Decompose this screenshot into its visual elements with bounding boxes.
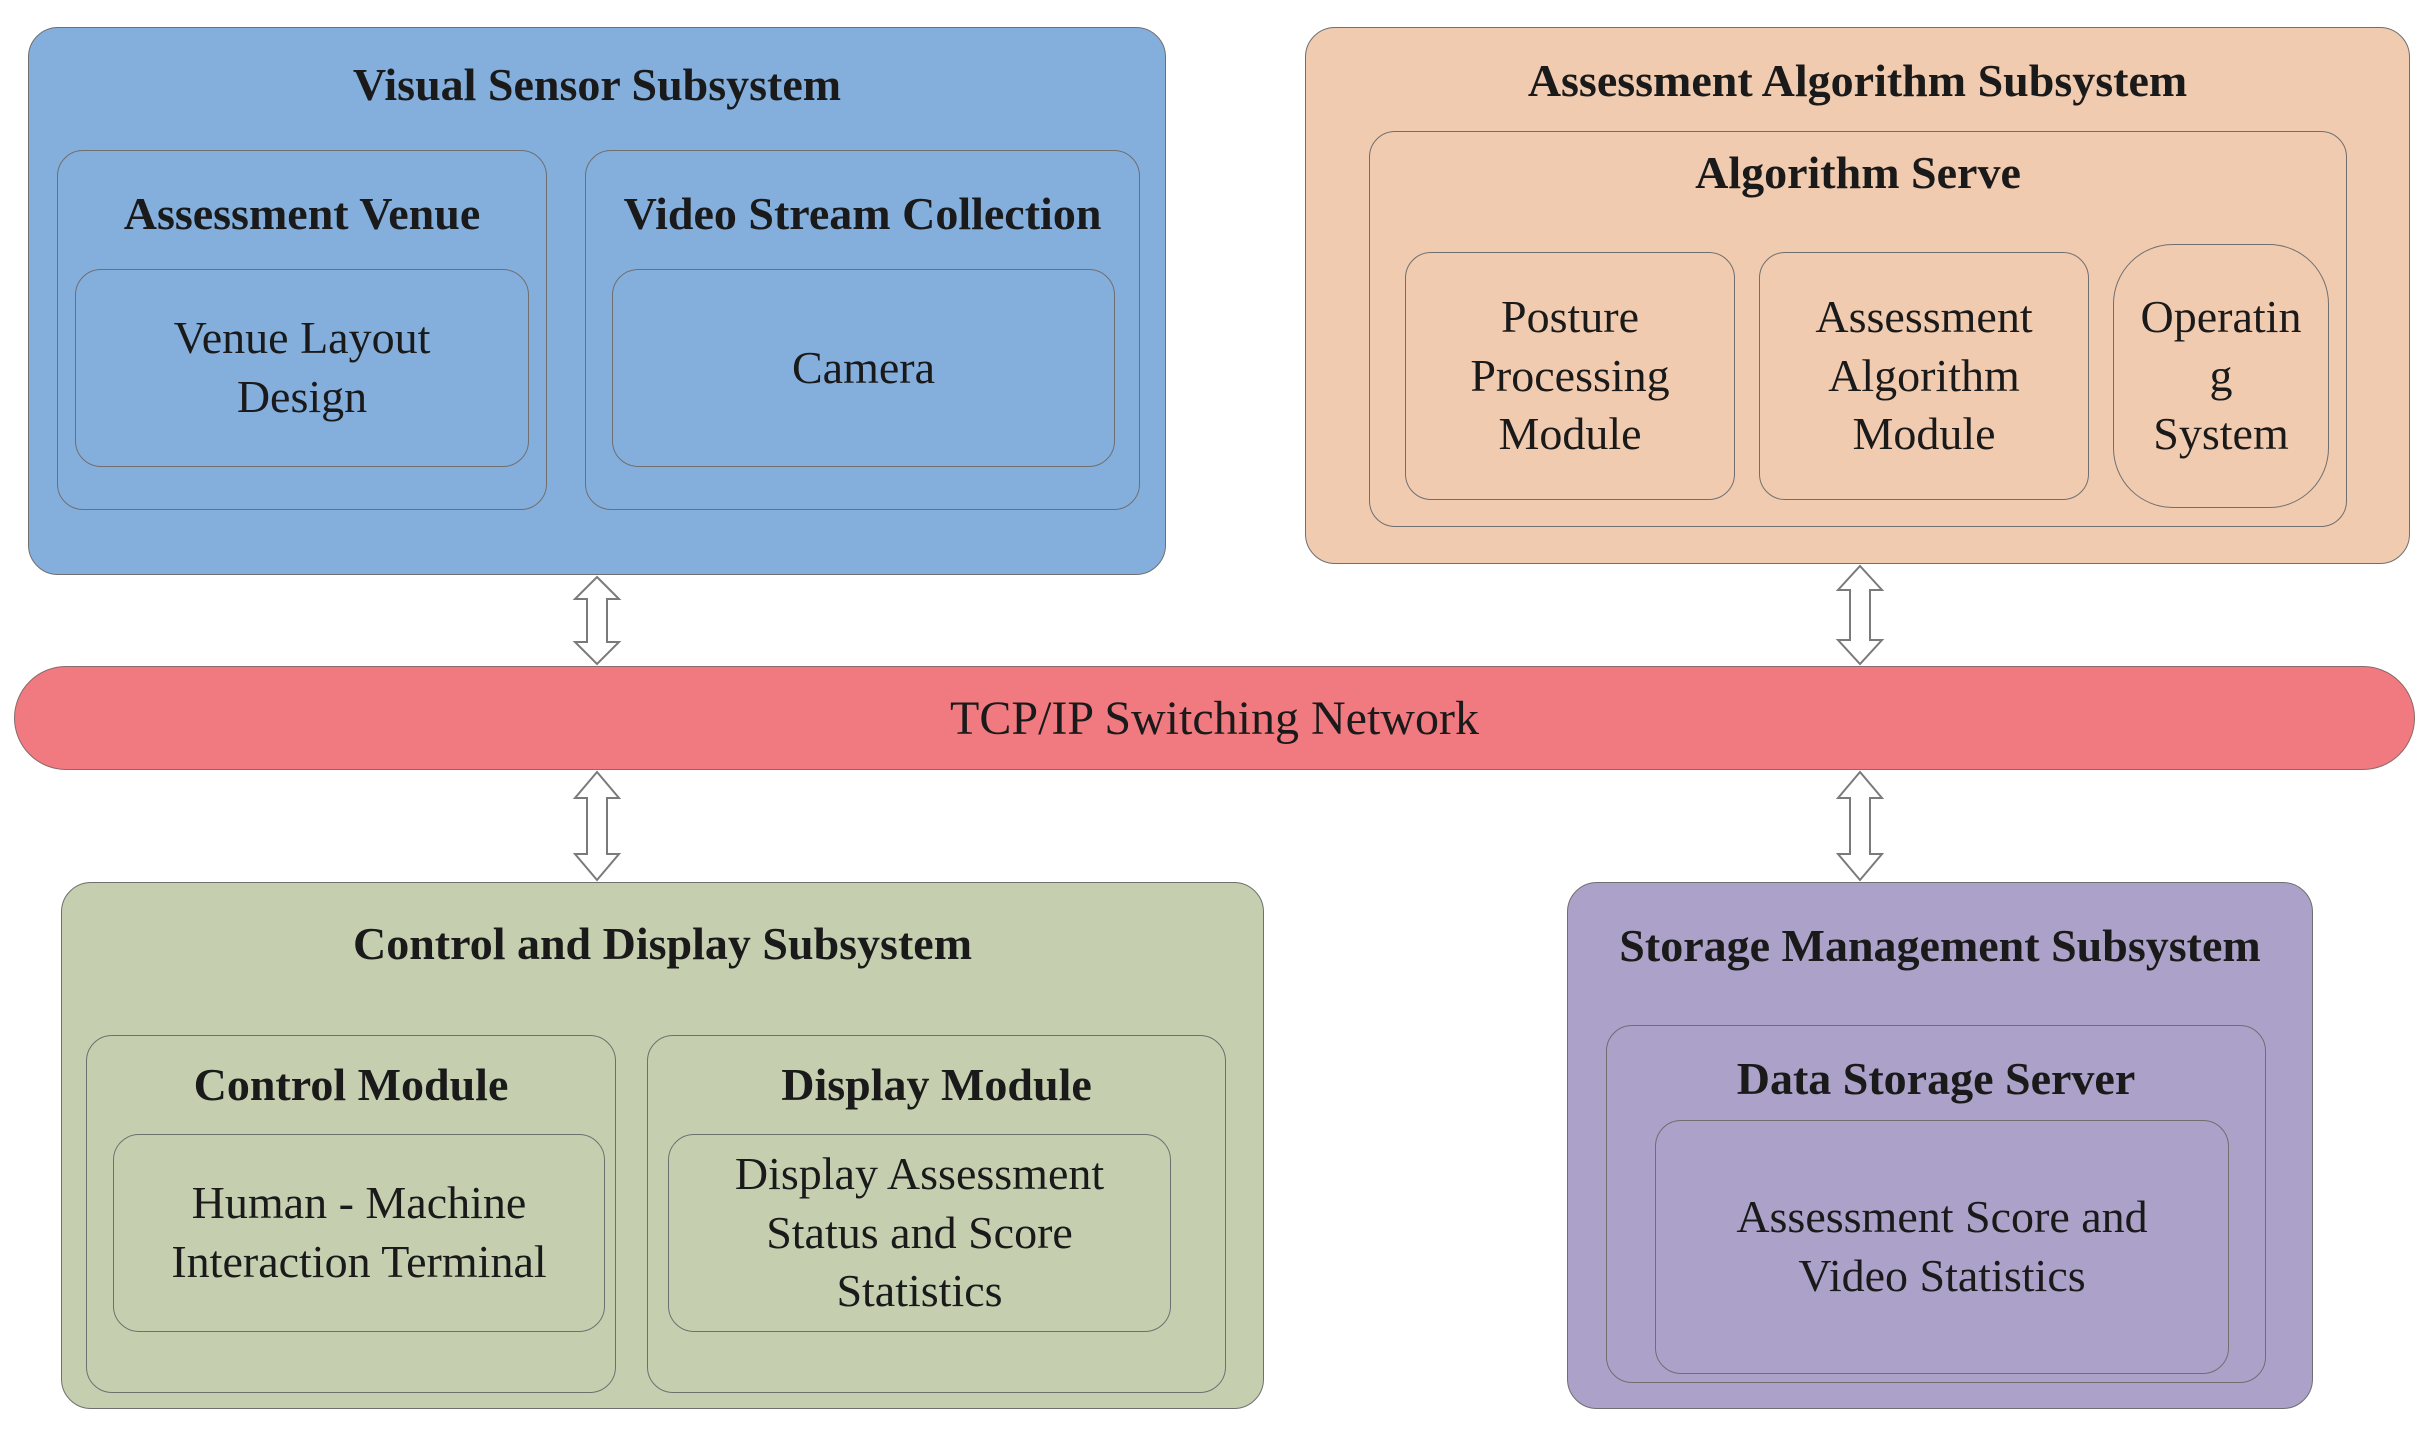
camera-box: Camera — [612, 269, 1115, 467]
posture-processing-module-label: Posture Processing Module — [1470, 290, 1670, 460]
control-display-subsystem: Control and Display Subsystem Control Mo… — [61, 882, 1264, 1409]
network-storage-arrow — [1835, 770, 1885, 882]
visual-sensor-title: Visual Sensor Subsystem — [352, 59, 842, 110]
posture-processing-module-box: Posture Processing Module — [1405, 252, 1735, 500]
data-storage-server-box: Data Storage Server Assessment Score and… — [1606, 1025, 2266, 1383]
assessment-algorithm-module-box: Assessment Algorithm Module — [1759, 252, 2089, 500]
storage-management-title: Storage Management Subsystem — [1619, 920, 2261, 971]
video-stream-collection-box: Video Stream Collection Camera — [585, 150, 1140, 510]
venue-layout-design-box: Venue Layout Design — [75, 269, 529, 467]
data-storage-server-title: Data Storage Server — [1736, 1053, 2136, 1104]
camera-label: Camera — [791, 341, 936, 393]
assessment-score-video-box: Assessment Score and Video Statistics — [1655, 1120, 2229, 1374]
control-module-box: Control Module Human - Machine Interacti… — [86, 1035, 616, 1393]
network-control-display-arrow — [572, 770, 622, 882]
assessment-algorithm-module-label: Assessment Algorithm Module — [1815, 290, 2033, 460]
display-module-box: Display Module Display Assessment Status… — [647, 1035, 1226, 1393]
visual-sensor-network-arrow — [572, 575, 622, 666]
control-display-title: Control and Display Subsystem — [352, 918, 973, 969]
network-label: TCP/IP Switching Network — [950, 691, 1479, 745]
video-stream-collection-title: Video Stream Collection — [623, 188, 1102, 239]
assessment-algorithm-subsystem: Assessment Algorithm Subsystem Algorithm… — [1305, 27, 2410, 564]
algorithm-serve-box: Algorithm Serve Posture Processing Modul… — [1369, 131, 2347, 527]
operating-system-label: Operatin g System — [2140, 290, 2302, 460]
display-module-title: Display Module — [781, 1059, 1092, 1110]
storage-management-subsystem: Storage Management Subsystem Data Storag… — [1567, 882, 2313, 1409]
assessment-algorithm-title: Assessment Algorithm Subsystem — [1527, 55, 2188, 106]
human-machine-terminal-label: Human - Machine Interaction Terminal — [171, 1177, 547, 1287]
operating-system-box: Operatin g System — [2113, 244, 2329, 508]
venue-layout-design-label: Venue Layout Design — [173, 312, 431, 422]
human-machine-terminal-box: Human - Machine Interaction Terminal — [113, 1134, 605, 1332]
assessment-score-video-label: Assessment Score and Video Statistics — [1736, 1191, 2148, 1301]
assessment-venue-title: Assessment Venue — [123, 188, 481, 239]
display-assessment-status-box: Display Assessment Status and Score Stat… — [668, 1134, 1171, 1332]
algorithm-serve-title: Algorithm Serve — [1695, 147, 2021, 198]
control-module-title: Control Module — [193, 1059, 509, 1110]
tcp-ip-switching-network: TCP/IP Switching Network — [14, 666, 2415, 770]
algorithm-network-arrow — [1835, 564, 1885, 666]
assessment-venue-box: Assessment Venue Venue Layout Design — [57, 150, 547, 510]
visual-sensor-subsystem: Visual Sensor Subsystem Assessment Venue… — [28, 27, 1166, 575]
display-assessment-status-label: Display Assessment Status and Score Stat… — [734, 1147, 1105, 1317]
